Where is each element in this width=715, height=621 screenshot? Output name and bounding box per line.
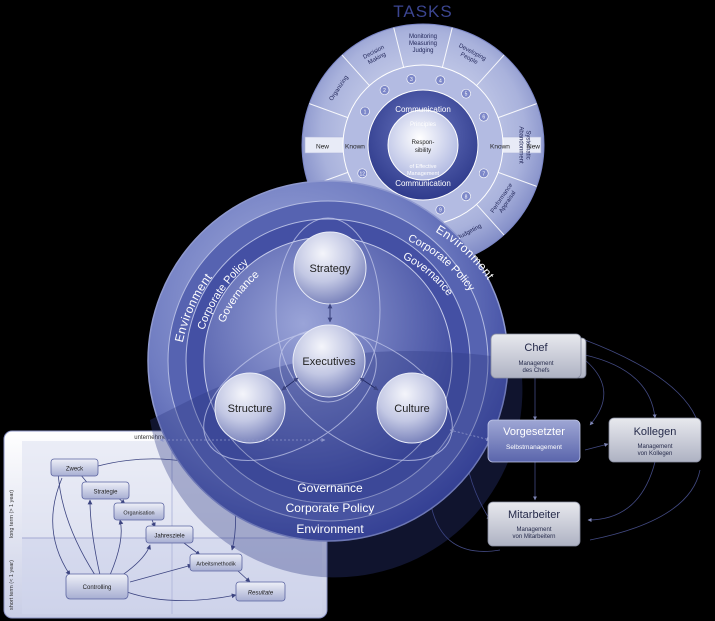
tasks-number-label: 12 <box>359 171 365 177</box>
corporate-policy-label-bottom: Corporate Policy <box>286 501 375 515</box>
box-arbeitsmethodik[interactable]: Arbeitsmethodik <box>189 553 243 572</box>
tasks-communication-top: Communication <box>395 105 451 114</box>
node-executives-label: Executives <box>302 356 356 368</box>
tasks-number-label: 4 <box>439 78 442 84</box>
node-structure[interactable]: Structure <box>214 372 286 444</box>
tasks-responsibility: Respon-sibility <box>412 140 435 154</box>
node-executives[interactable]: Executives <box>292 324 366 398</box>
tasks-number-badge <box>379 85 390 95</box>
box-zweck[interactable]: Zweck <box>50 458 99 477</box>
person-vorgesetzter-subtitle: Selbstmanagement <box>506 444 562 451</box>
tasks-divider <box>441 27 453 68</box>
tasks-number-badge <box>478 168 489 179</box>
tasks-number-badge <box>357 168 368 179</box>
person-mitarbeiter-title: Mitarbeiter <box>508 509 560 521</box>
tasks-title: TASKS <box>393 2 452 21</box>
tasks-number-badge <box>406 74 417 84</box>
long-term-label: long term (> 1 year) <box>9 490 15 538</box>
box-controlling-label: Controlling <box>83 585 112 591</box>
tasks-divider <box>393 27 405 68</box>
core-overlap-lenses <box>203 217 453 461</box>
tasks-segment-label: SystematicAbandonment <box>518 126 531 164</box>
tasks-number-label: 9 <box>439 208 442 214</box>
box-strategie-label: Strategie <box>93 490 118 496</box>
tasks-divider <box>476 204 505 236</box>
box-resultate-label: Resultate <box>248 591 274 597</box>
main-circle: Environment Environment Corporate Policy… <box>147 180 523 578</box>
tasks-number-label: 3 <box>410 77 413 83</box>
tasks-number-label: 1 <box>364 110 367 116</box>
tasks-right-known: Known <box>490 144 510 151</box>
tasks-core <box>387 109 459 181</box>
person-vorgesetzter-title: Vorgesetzter <box>503 426 565 438</box>
box-zweck-label: Zweck <box>66 467 84 473</box>
box-jahresziele-label: Jahresziele <box>154 534 185 540</box>
node-culture-label: Culture <box>394 403 429 415</box>
tasks-divider <box>498 171 537 187</box>
tasks-number-badge <box>360 106 370 117</box>
box-controlling[interactable]: Controlling <box>65 573 129 600</box>
tasks-number-badge <box>461 88 471 99</box>
tasks-divider <box>498 103 537 119</box>
box-organisation[interactable]: Organisation <box>113 502 165 521</box>
tasks-left-known: Known <box>345 144 365 151</box>
tasks-number-label: 5 <box>465 92 468 98</box>
tasks-number-label: 8 <box>465 194 468 200</box>
node-strategy-label: Strategy <box>310 263 351 275</box>
person-kollegen-title: Kollegen <box>634 426 677 438</box>
person-chef-title: Chef <box>524 342 548 354</box>
tasks-left-new: New <box>316 144 329 151</box>
tasks-divider <box>476 54 505 86</box>
node-strategy[interactable]: Strategy <box>293 231 367 305</box>
tasks-communication-bottom: Communication <box>395 179 451 188</box>
tasks-number-badge <box>461 191 471 202</box>
tasks-divider <box>341 54 370 86</box>
external-links <box>159 428 491 442</box>
box-arbeitsmethodik-label: Arbeitsmethodik <box>196 562 236 568</box>
box-resultate[interactable]: Resultate <box>235 581 286 602</box>
core-arrows <box>281 303 379 391</box>
tasks-right-new: New <box>527 144 540 151</box>
tasks-number-badge <box>435 204 446 215</box>
tasks-number-label: 6 <box>482 115 485 121</box>
tasks-number-label: 7 <box>482 171 485 177</box>
tasks-number-label: 2 <box>383 88 386 94</box>
tasks-number-badge <box>478 111 489 122</box>
box-strategie[interactable]: Strategie <box>81 481 130 500</box>
person-vorgesetzter[interactable]: Vorgesetzter Selbstmanagement <box>487 419 581 463</box>
box-jahresziele[interactable]: Jahresziele <box>145 525 194 544</box>
node-culture[interactable]: Culture <box>376 372 448 444</box>
governance-label-bottom: Governance <box>297 481 363 495</box>
short-term-label: short term (< 1 year) <box>9 560 15 610</box>
tasks-principles: Principles <box>410 122 436 128</box>
tasks-number-badge <box>435 75 446 86</box>
environment-label-bottom: Environment <box>296 522 364 536</box>
node-structure-label: Structure <box>228 403 273 415</box>
box-organisation-label: Organisation <box>123 511 154 517</box>
tasks-divider <box>309 103 348 119</box>
